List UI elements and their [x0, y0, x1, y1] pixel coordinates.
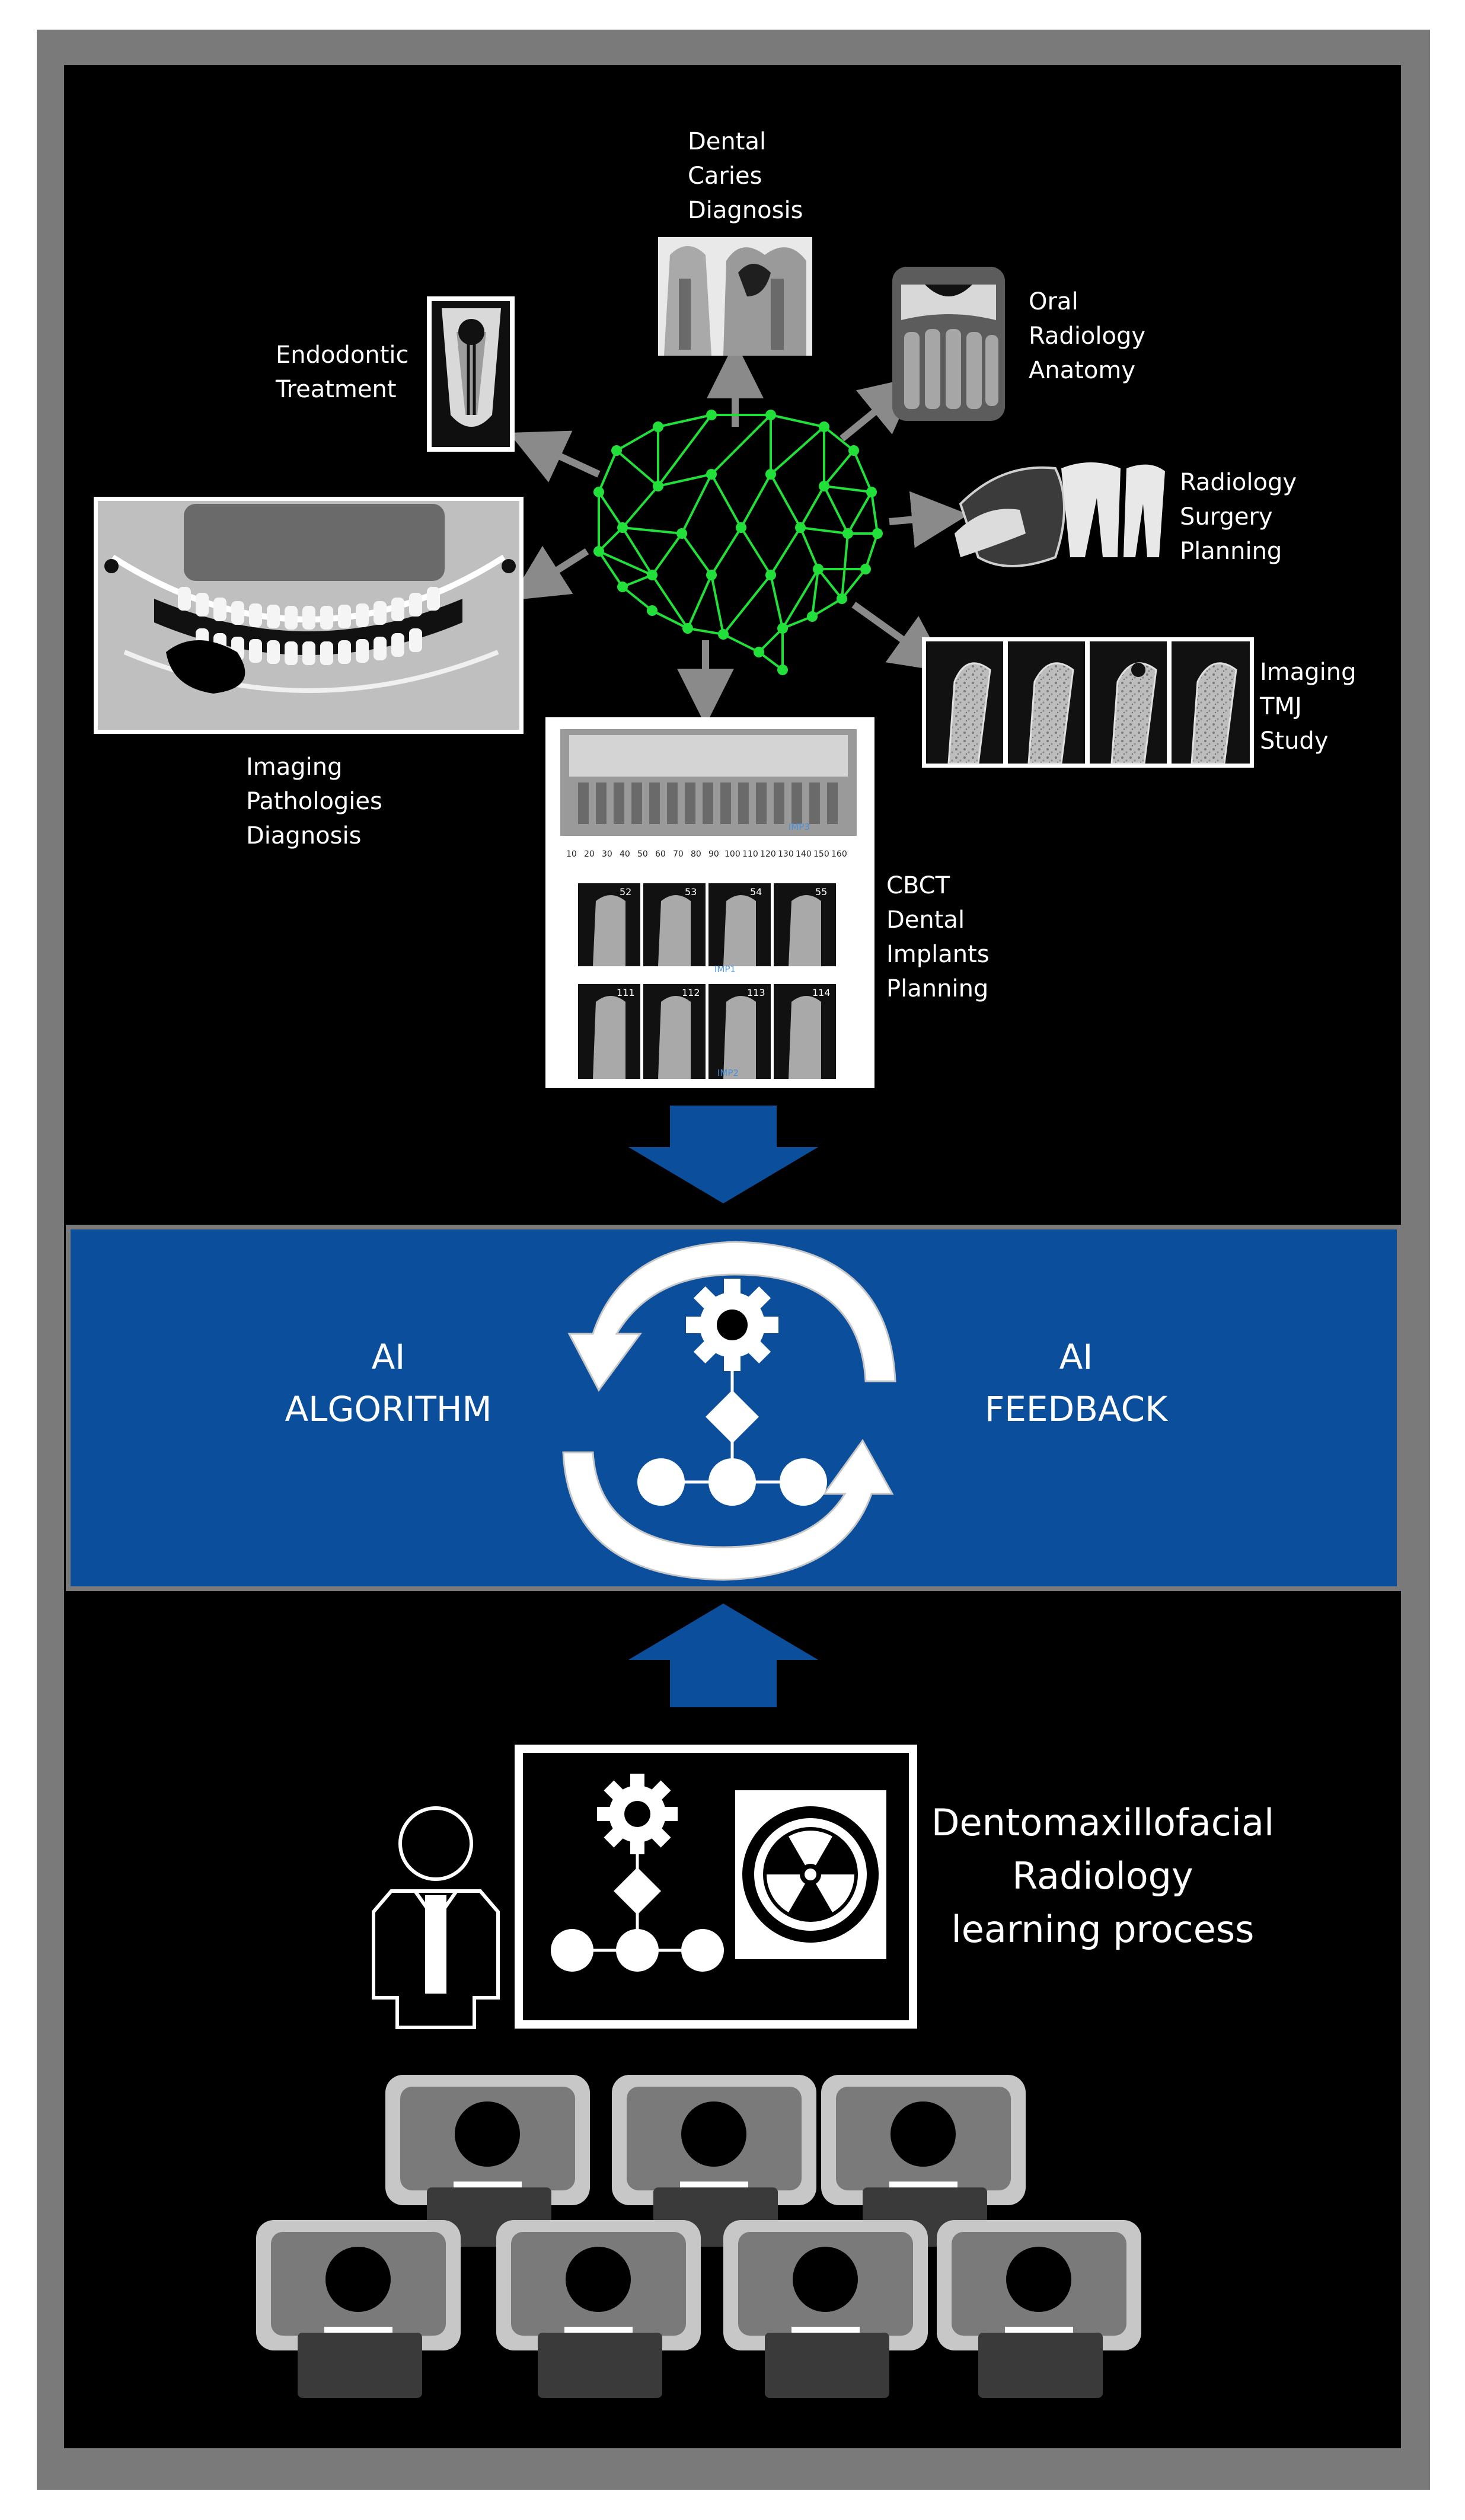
label-ai-feedback: AI FEEDBACK — [984, 1337, 1168, 1429]
cbct-slice-number: 54 — [750, 886, 762, 898]
blue-arrow-down — [628, 1106, 818, 1203]
surgery-planning-xray-image — [955, 462, 1165, 567]
label-surgery-planning: Radiology Surgery Planning — [1180, 469, 1297, 565]
endodontic-xray-image — [427, 296, 515, 452]
students-group — [256, 2075, 1141, 2398]
blue-arrow-up — [628, 1604, 818, 1707]
decision-diamond-icon — [706, 1390, 759, 1443]
student-7 — [937, 2220, 1141, 2398]
cbct-implant-label: IMP3 — [789, 822, 810, 832]
student-4 — [256, 2220, 461, 2398]
arrow-to-pathologies — [509, 545, 589, 601]
cbct-panel-image — [545, 717, 874, 1088]
student-1 — [385, 2075, 590, 2247]
cbct-ruler-tick: 120 — [760, 849, 776, 859]
cbct-ruler-tick: 70 — [673, 849, 684, 859]
cbct-ruler-tick: 100 — [724, 849, 741, 859]
oral-anatomy-xray-image — [892, 267, 1005, 421]
cbct-ruler-tick: 90 — [708, 849, 719, 859]
cbct-slice-number: 112 — [682, 987, 700, 998]
cbct-ruler-tick: 50 — [637, 849, 648, 859]
cbct-ruler-tick: 150 — [813, 849, 829, 859]
student-6 — [723, 2220, 928, 2398]
panoramic-xray-image — [94, 497, 524, 734]
cbct-ruler-tick: 40 — [620, 849, 630, 859]
cbct-ruler-tick: 110 — [742, 849, 758, 859]
board-diamond-icon — [614, 1867, 661, 1915]
tmj-xray-strip — [922, 637, 1254, 768]
ai-cycle-graphic — [562, 1241, 896, 1581]
cbct-ruler-tick: 130 — [778, 849, 794, 859]
instructor-icon — [372, 1806, 500, 2029]
cbct-implant-label: IMP1 — [714, 964, 736, 975]
cbct-implant-label: IMP2 — [717, 1068, 739, 1078]
board-gear-icon — [597, 1774, 678, 1854]
cbct-ruler-tick: 80 — [691, 849, 701, 859]
cbct-ruler-tick: 140 — [796, 849, 812, 859]
cbct-ruler-tick: 60 — [655, 849, 666, 859]
neural-network-brain — [593, 410, 883, 675]
cbct-ruler-tick: 160 — [831, 849, 847, 859]
cbct-slice-number: 111 — [617, 987, 635, 998]
cbct-slice-number: 114 — [812, 987, 831, 998]
cbct-ruler-tick: 10 — [566, 849, 577, 859]
label-ai-algorithm: AI ALGORITHM — [285, 1337, 492, 1429]
cbct-slice-number: 53 — [685, 886, 697, 898]
cbct-slice-number: 55 — [815, 886, 827, 898]
radiation-icon — [735, 1790, 886, 1959]
label-oral-anatomy: Oral Radiology Anatomy — [1029, 288, 1146, 384]
student-5 — [496, 2220, 701, 2398]
node-row-icon — [637, 1458, 827, 1506]
board-node-row — [551, 1929, 724, 1972]
caries-xray-image — [658, 237, 812, 356]
arrow-to-surgery — [889, 491, 969, 548]
cbct-ruler-tick: 20 — [584, 849, 595, 859]
label-pathologies: Imaging Pathologies Diagnosis — [246, 753, 382, 849]
arrow-to-endodontic — [509, 430, 601, 483]
label-cbct-implants: CBCT Dental Implants Planning — [886, 872, 990, 1002]
cbct-slice-number: 113 — [747, 987, 765, 998]
cycle-arrow-top — [567, 1241, 896, 1392]
cbct-ruler-tick: 30 — [602, 849, 612, 859]
label-tmj: Imaging TMJ Study — [1260, 659, 1357, 755]
label-learning-process: Dentomaxillofacial Radiology learning pr… — [931, 1801, 1275, 1951]
label-caries: Dental Caries Diagnosis — [688, 128, 803, 224]
cbct-slice-number: 52 — [620, 886, 631, 898]
cycle-arrow-bottom — [562, 1439, 894, 1581]
label-endodontic: Endodontic Treatment — [276, 341, 409, 403]
gear-icon — [686, 1279, 778, 1371]
